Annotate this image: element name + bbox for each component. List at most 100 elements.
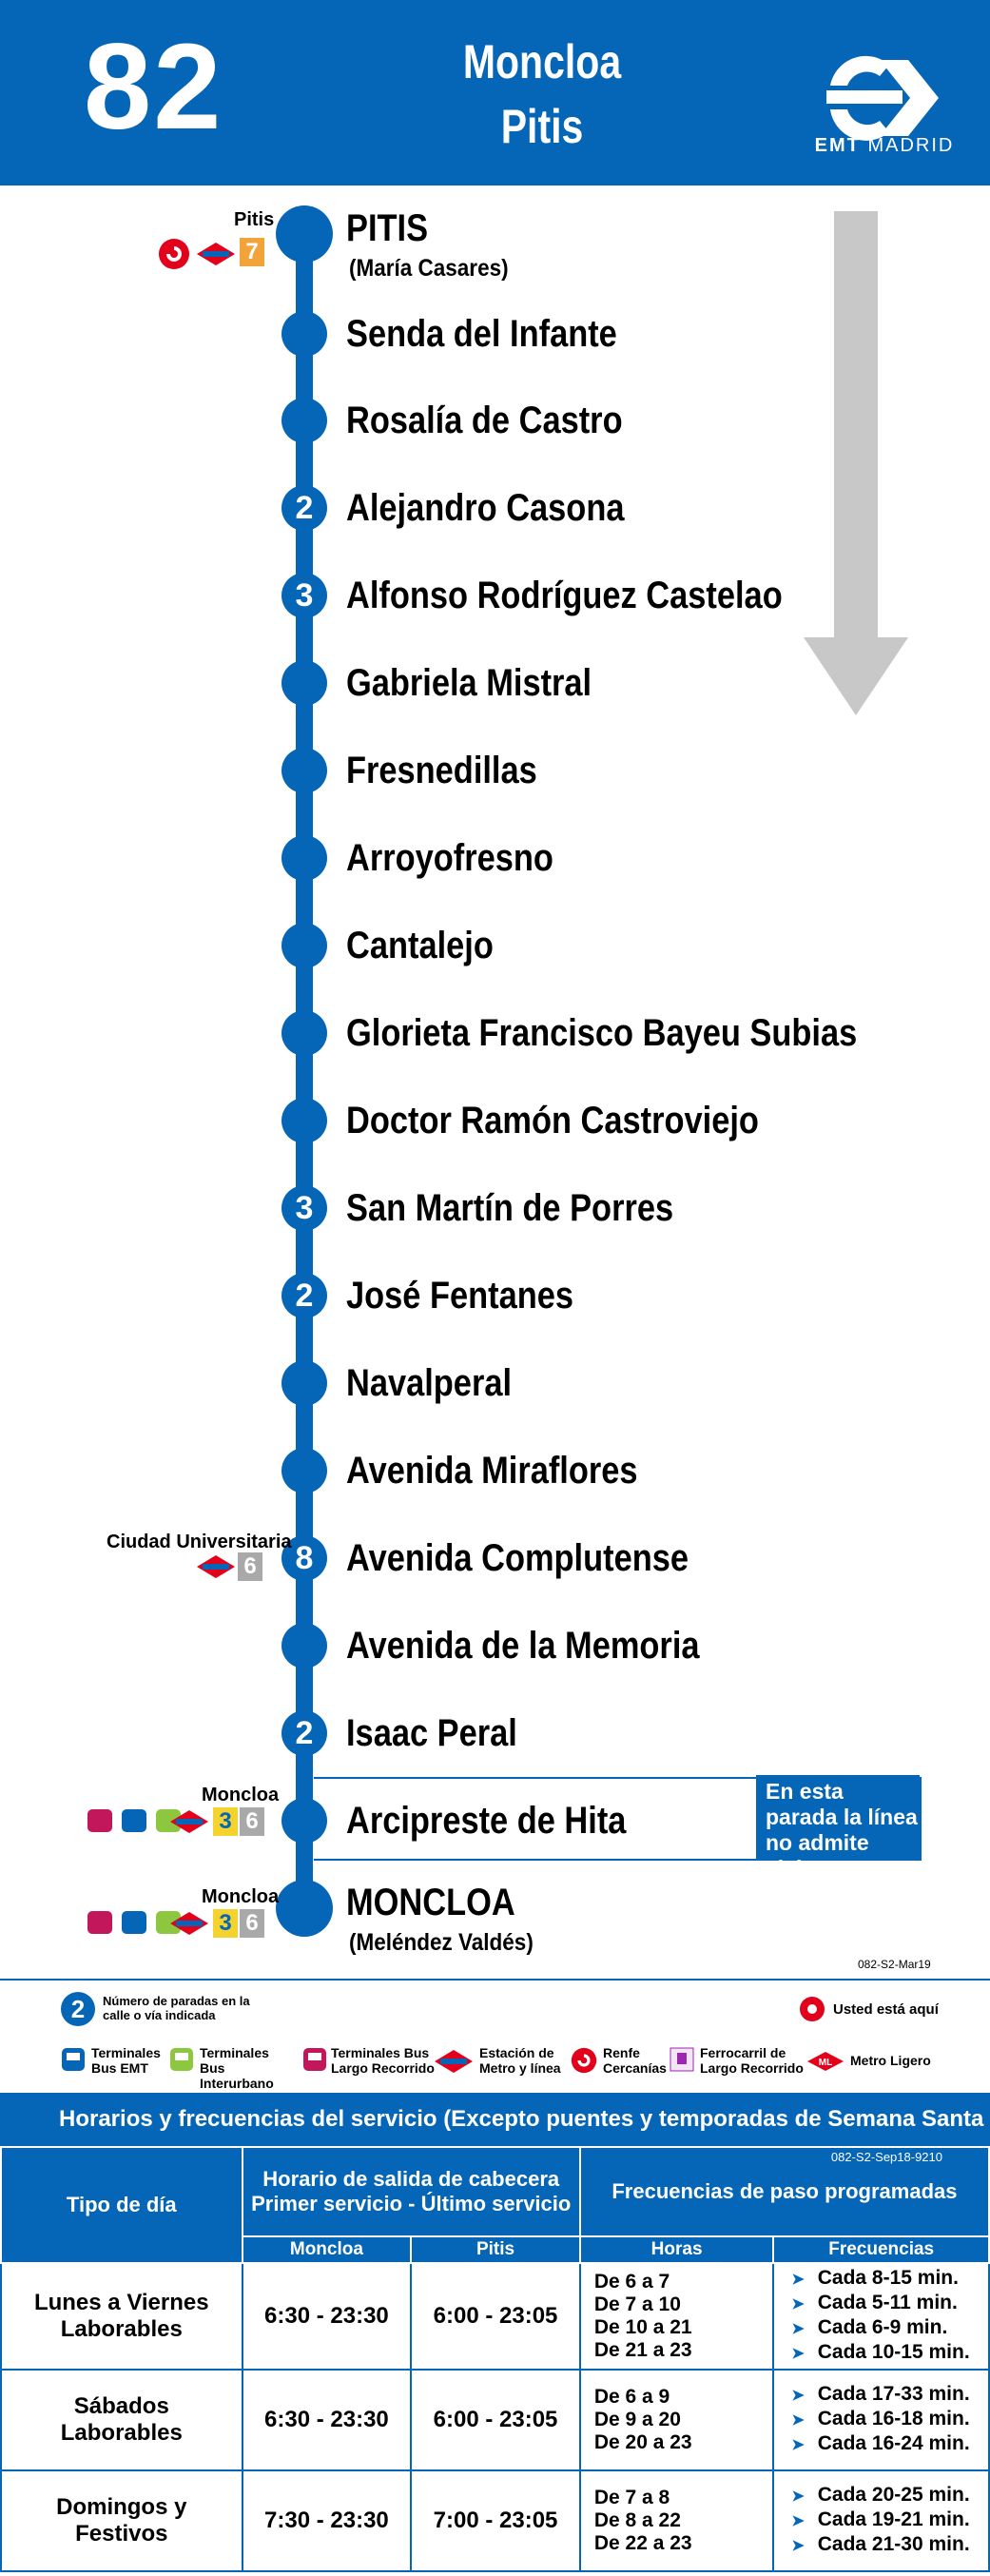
stop-marker: 2 (281, 485, 327, 531)
bus-terminals-icon (87, 1809, 181, 1832)
metro-icon (435, 2050, 473, 2073)
stop-marker (276, 1880, 333, 1937)
stop-marker (281, 660, 327, 706)
stop-marker: 2 (281, 1710, 327, 1756)
train-icon (670, 2047, 694, 2072)
stop-marker (281, 1798, 327, 1844)
metro-line-badge: 3 (213, 1909, 238, 1938)
schedule-section: Horarios y frecuencias del servicio (Exc… (0, 2093, 990, 2576)
bus-terminals-icon (87, 1911, 181, 1934)
metro-icon (170, 1810, 208, 1833)
departure-pitis: 7:00 - 23:05 (410, 2469, 581, 2572)
stop-subname: (María Casares) (349, 255, 509, 282)
renfe-icon (159, 239, 189, 269)
legend-you-are-here: Usted está aquí (833, 2001, 939, 2018)
stop-marker (281, 1360, 327, 1406)
hour-range: De 6 a 9 (593, 2386, 670, 2408)
svg-text:ML: ML (819, 2058, 832, 2068)
hour-range: De 7 a 8 (593, 2487, 670, 2508)
hour-range: De 9 a 20 (593, 2409, 681, 2430)
stop-name: Fresnedillas (346, 750, 537, 791)
stop-marker (281, 1098, 327, 1143)
frequency-item: ➤Cada 17-33 min. (791, 2383, 970, 2405)
connection-label: Pitis (234, 209, 275, 230)
frequency-item: ➤Cada 19-21 min. (791, 2508, 970, 2530)
stop: Cantalejo (0, 913, 990, 980)
frequency-item: ➤Cada 21-30 min. (791, 2533, 970, 2555)
header-frequency: Frecuencias de paso programadas (578, 2146, 990, 2237)
stop-marker (281, 1010, 327, 1056)
metro-line-badge: 3 (213, 1807, 238, 1836)
stop: Arcipreste de Hita (0, 1788, 990, 1855)
schedule-code: 082-S2-Sep18-9210 (830, 2150, 942, 2164)
schedule-table: Tipo de día Horario de salida de cabecer… (0, 2146, 990, 2572)
stop-name: Rosalía de Castro (346, 400, 623, 441)
stop-marker: 3 (281, 573, 327, 618)
stop: 3 Alfonso Rodríguez Castelao (0, 563, 990, 630)
stop: Doctor Ramón Castroviejo (0, 1088, 990, 1155)
frequency-item: ➤Cada 20-25 min. (791, 2484, 970, 2506)
metro-icon (197, 1555, 235, 1578)
stop: MONCLOA(Meléndez Valdés) (0, 1876, 990, 1956)
stop: Glorieta Francisco Bayeu Subias (0, 1001, 990, 1067)
legend-item: Terminales Bus Interurbano (200, 2045, 274, 2091)
stop-marker (281, 398, 327, 443)
metro-icon (197, 243, 235, 265)
arrow-icon: ➤ (791, 2388, 805, 2404)
connection-label: Ciudad Universitaria (107, 1532, 292, 1552)
no-boarding-notice: En esta parada la línea no admite viajer… (756, 1775, 920, 1881)
freq-list: ➤Cada 8-15 min.➤Cada 5-11 min.➤Cada 6-9 … (772, 2262, 990, 2371)
stop: Navalperal (0, 1351, 990, 1417)
stop-name: Senda del Infante (346, 313, 617, 355)
stop-marker (281, 1623, 327, 1669)
hour-range: De 7 a 10 (593, 2293, 681, 2315)
frequency-item: ➤Cada 16-24 min. (791, 2432, 970, 2454)
metro-line-badge: 6 (238, 1552, 262, 1581)
legend-divider (0, 1979, 990, 1981)
frequency-item: ➤Cada 10-15 min. (791, 2341, 970, 2363)
stop: Avenida Miraflores (0, 1438, 990, 1505)
hour-range: De 20 a 23 (593, 2431, 692, 2453)
arrow-icon: ➤ (791, 2296, 805, 2313)
bus-emt-icon (62, 2048, 85, 2071)
arrow-icon: ➤ (791, 2272, 805, 2288)
stop-name: Avenida de la Memoria (346, 1625, 700, 1667)
destination-pitis: Pitis (500, 100, 584, 153)
departure-pitis: 6:00 - 23:05 (410, 2369, 581, 2471)
legend-item: Renfe Cercanías (603, 2045, 667, 2076)
frequency-item: ➤Cada 8-15 min. (791, 2267, 959, 2289)
arrow-icon: ➤ (791, 2437, 805, 2453)
emt-madrid-label: EMT MADRID (814, 135, 955, 156)
stop-name: San Martín de Porres (346, 1187, 674, 1229)
metro-line-badge: 6 (240, 1807, 264, 1836)
hour-range: De 22 a 23 (593, 2532, 692, 2554)
stop-name: Doctor Ramón Castroviejo (346, 1100, 759, 1142)
metro-icon (170, 1912, 208, 1935)
metro-line-badge: 7 (240, 238, 264, 266)
stop-name: Isaac Peral (346, 1712, 517, 1754)
hour-range: De 10 a 21 (593, 2316, 692, 2338)
stop-name: Alejandro Casona (346, 487, 625, 529)
legend-item: Terminales Bus EMT (91, 2045, 161, 2076)
stop-marker: 2 (281, 1273, 327, 1318)
destination-moncloa: Moncloa (462, 35, 622, 88)
header-bar: 82 Moncloa Pitis EMT MADRID (0, 0, 990, 185)
arrow-icon: ➤ (791, 2538, 805, 2554)
stop-marker: 8 (281, 1535, 327, 1581)
stop-name: José Fentanes (346, 1275, 573, 1317)
departure-pitis: 6:00 - 23:05 (410, 2262, 581, 2371)
stop-name: Alfonso Rodríguez Castelao (346, 575, 783, 616)
stop-name: PITIS (346, 207, 429, 249)
freq-list: ➤Cada 17-33 min.➤Cada 16-18 min.➤Cada 16… (772, 2369, 990, 2471)
departure-moncloa: 7:30 - 23:30 (241, 2469, 413, 2572)
stop-marker (276, 205, 333, 263)
header-moncloa: Moncloa (241, 2235, 413, 2264)
header-day-type: Tipo de día (0, 2146, 243, 2264)
line-number: 82 (84, 19, 223, 155)
direction-arrow-icon (804, 211, 908, 715)
